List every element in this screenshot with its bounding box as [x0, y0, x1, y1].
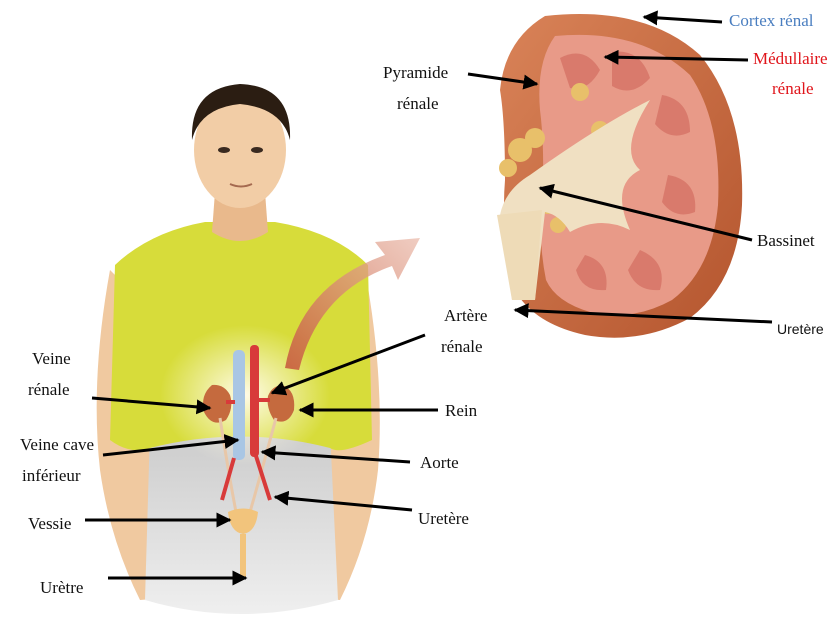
label-veine-renale-line1: Veine: [32, 348, 71, 370]
label-pyramide-line2: rénale: [397, 93, 439, 115]
label-artere-line2: rénale: [441, 336, 483, 358]
arrow-cortex: [644, 17, 722, 22]
label-veine-cave-line2: inférieur: [22, 465, 81, 487]
kidney-cross-section: [497, 14, 742, 338]
aorta: [250, 345, 259, 457]
label-pyramide-line1: Pyramide: [383, 62, 448, 84]
label-vessie: Vessie: [28, 513, 71, 535]
label-veine-cave-line1: Veine cave: [20, 434, 94, 456]
label-uretre: Urètre: [40, 577, 83, 599]
ureter: [497, 210, 542, 300]
label-medullaire-line2: rénale: [772, 78, 814, 100]
label-rein: Rein: [445, 400, 477, 422]
label-cortex-renal: Cortex rénal: [729, 10, 814, 32]
label-aorte: Aorte: [420, 452, 459, 474]
label-veine-renale-line2: rénale: [28, 379, 70, 401]
label-bassinet: Bassinet: [757, 230, 815, 252]
label-medullaire-line1: Médullaire: [753, 48, 828, 70]
label-uretere-body: Uretère: [418, 508, 469, 530]
label-artere-line1: Artère: [444, 305, 487, 327]
human-figure: [97, 84, 420, 614]
vena-cava: [233, 350, 245, 460]
label-uretere-kidney: Uretère: [777, 318, 824, 340]
